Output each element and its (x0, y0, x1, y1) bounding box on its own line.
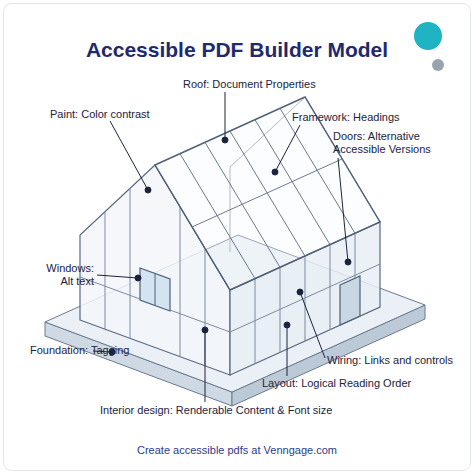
leader-line (287, 325, 288, 376)
leader-dot (284, 322, 290, 328)
leader-line (225, 92, 226, 140)
leader-line (97, 275, 138, 278)
callout-label: Framework: Headings (292, 111, 442, 124)
callout-label: Interior design: Renderable Content & Fo… (100, 404, 400, 417)
rafter (255, 120, 330, 245)
leader-dot (145, 187, 151, 193)
rafter (180, 154, 255, 279)
leader-dot (135, 275, 141, 281)
rafter (205, 142, 280, 267)
teal-dot (414, 22, 442, 50)
leader-line (275, 125, 300, 172)
diagram-title: Accessible PDF Builder Model (0, 38, 474, 62)
callout-label: Doors: Alternative Accessible Versions (333, 130, 437, 156)
page-frame (4, 4, 471, 471)
leader-line (110, 121, 148, 190)
stud (130, 188, 131, 338)
rafters (180, 108, 355, 278)
gray-dot (432, 59, 444, 71)
stud (105, 212, 106, 330)
leader-dot (202, 327, 208, 333)
callout-label: Roof: Document Properties (183, 78, 383, 91)
window-mullion (155, 274, 156, 306)
callout-label: Foundation: Tagging (30, 344, 150, 357)
leader-dot (297, 289, 303, 295)
leader-line (338, 158, 348, 262)
footer-caption: Create accessible pdfs at Venngage.com (0, 444, 474, 457)
callout-label: Wiring: Links and controls (327, 354, 467, 367)
door (340, 276, 360, 325)
stud (180, 206, 181, 357)
callout-label: Windows: Alt text (36, 262, 94, 288)
callout-label: Paint: Color contrast (50, 108, 200, 121)
roof-plane (155, 97, 380, 290)
leader-line (205, 330, 206, 402)
leader-dot (345, 259, 351, 265)
leader-line (300, 292, 325, 358)
leader-dot (272, 169, 278, 175)
window (140, 268, 170, 311)
purlin (192, 159, 342, 227)
leader-dot (222, 137, 228, 143)
rafter (230, 131, 305, 256)
leader-lines (93, 92, 351, 402)
callout-label: Layout: Logical Reading Order (262, 377, 442, 390)
